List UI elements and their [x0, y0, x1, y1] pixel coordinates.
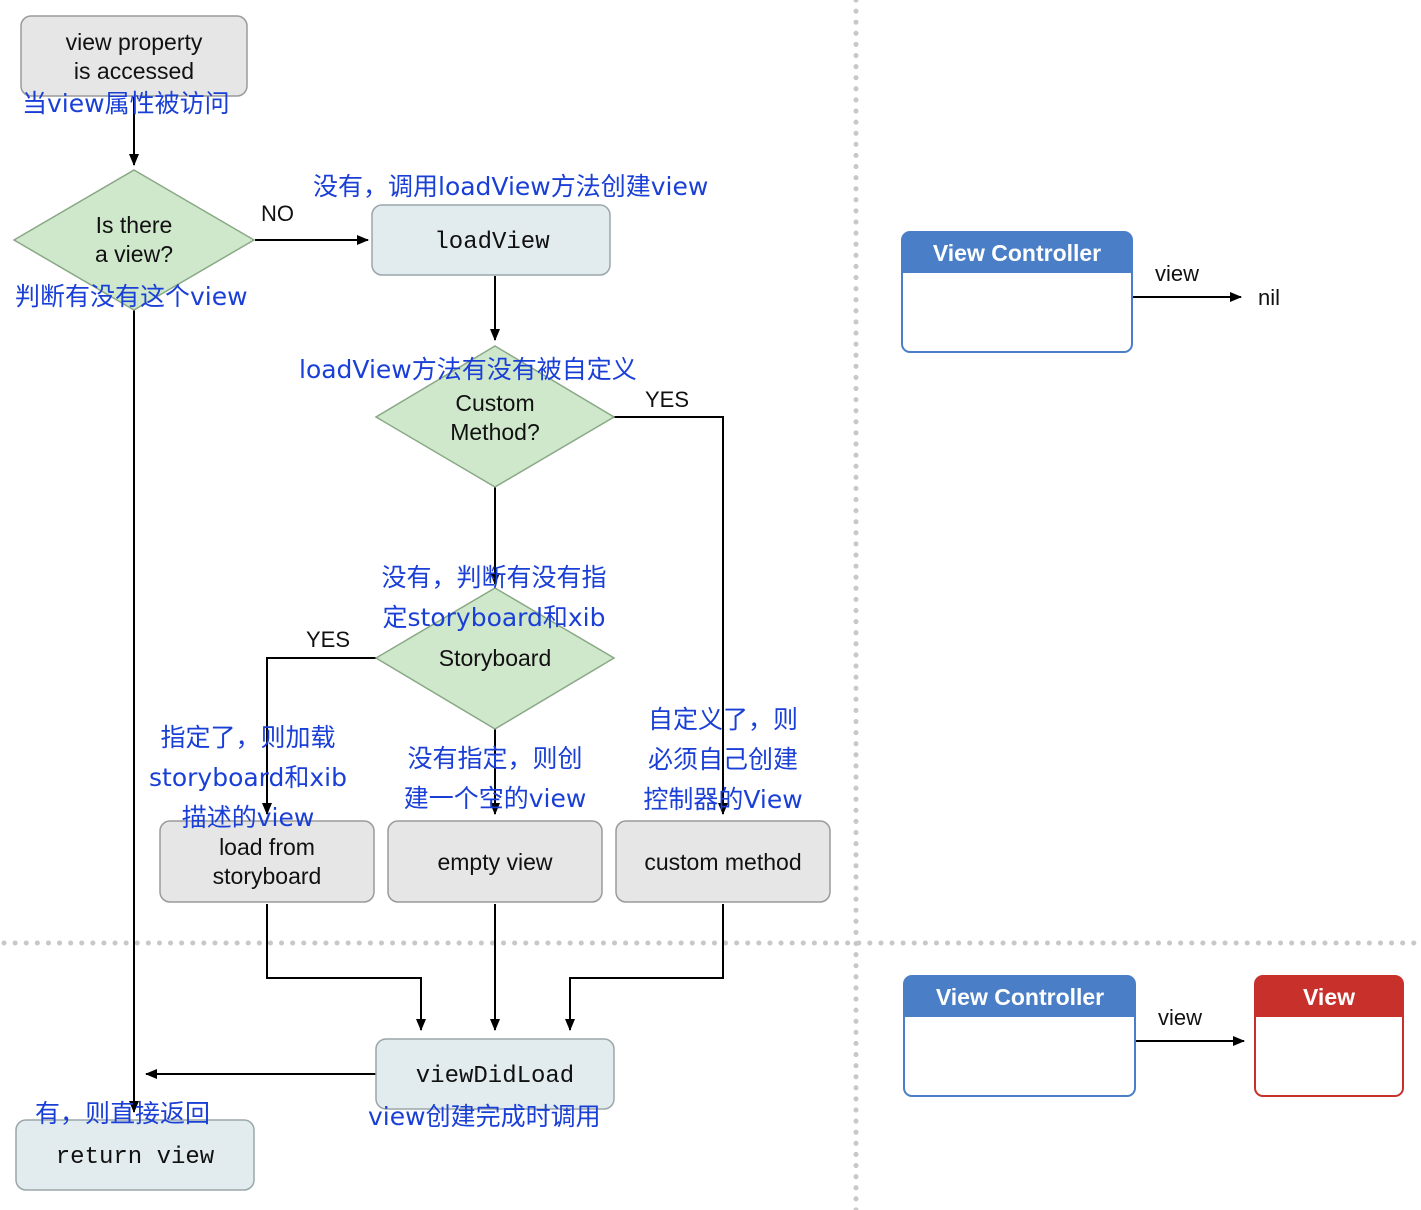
svg-text:Is there: Is there	[96, 212, 173, 238]
controller-title-after: View Controller	[936, 984, 1104, 1010]
annotation-call-loadview: 没有，调用loadView方法创建view	[313, 172, 708, 201]
annotation-customized-2: 必须自己创建	[648, 745, 798, 774]
nil-label: nil	[1258, 285, 1280, 310]
annotation-viewdidload-called: view创建完成时调用	[368, 1102, 601, 1131]
annotation-check-view: 判断有没有这个view	[15, 282, 248, 311]
annotation-custom-check: loadView方法有没有被自定义	[299, 355, 637, 384]
annotation-return-direct: 有，则直接返回	[35, 1099, 210, 1128]
custom-yes-label: YES	[645, 387, 689, 412]
annotation-customized-1: 自定义了，则	[648, 705, 798, 734]
svg-text:a view?: a view?	[95, 241, 173, 267]
svg-text:Method?: Method?	[450, 419, 540, 445]
annotation-storyboard-check-1: 没有，判断有没有指	[381, 563, 606, 592]
svg-text:没有指定，则创: 没有指定，则创	[407, 744, 582, 773]
svg-text:定storyboard和xib: 定storyboard和xib	[383, 603, 606, 632]
view-header	[1255, 976, 1403, 1017]
custom-method-box	[615, 820, 831, 903]
empty-view-label: empty view	[437, 849, 552, 875]
connector-custom-to-didload	[565, 904, 724, 1031]
svg-text:没有，判断有没有指: 没有，判断有没有指	[381, 563, 606, 592]
decision-storyboard	[374, 587, 616, 730]
annotation-not-specified-2: 建一个空的view	[404, 784, 587, 813]
svg-text:自定义了，则: 自定义了，则	[648, 705, 798, 734]
controller-title-before: View Controller	[933, 240, 1101, 266]
svg-text:is accessed: is accessed	[74, 58, 194, 84]
viewdidload-label: viewDidLoad	[416, 1063, 574, 1090]
arrow-label-before: view	[1155, 261, 1199, 286]
annotation-specified-1: 指定了，则加载	[160, 723, 335, 752]
load-from-line-2: storyboard	[213, 863, 322, 889]
loadview-box	[371, 204, 611, 276]
svg-text:指定了，则加载: 指定了，则加载	[160, 723, 335, 752]
storyboard-yes-label: YES	[306, 627, 350, 652]
state-before: View Controller view nil	[901, 231, 1280, 353]
decision-view-line-1: Is there	[96, 212, 173, 238]
svg-text:描述的view: 描述的view	[182, 803, 315, 832]
decision-is-there-a-view	[12, 169, 256, 311]
connector-custom-yes	[614, 416, 728, 815]
svg-text:Custom: Custom	[455, 390, 534, 416]
annotation-not-specified-1: 没有指定，则创	[407, 744, 582, 773]
viewdidload-box	[375, 1038, 615, 1110]
arrow-label-after: view	[1158, 1005, 1202, 1030]
start-line-2: is accessed	[74, 58, 194, 84]
decision-storyboard-label: Storyboard	[439, 645, 552, 671]
svg-text:storyboard: storyboard	[213, 863, 322, 889]
decision-custom-method	[374, 345, 616, 488]
annotation-accessed: 当view属性被访问	[22, 89, 230, 118]
svg-text:storyboard和xib: storyboard和xib	[149, 763, 347, 792]
return-view-box	[15, 1119, 255, 1191]
connector-loadfrom-to-didload	[266, 904, 426, 1031]
loadview-label: loadView	[434, 229, 550, 256]
svg-text:控制器的View: 控制器的View	[643, 785, 802, 814]
custom-method-label: custom method	[644, 849, 801, 875]
return-view-label: return view	[56, 1144, 215, 1171]
connector-storyboard-yes	[262, 657, 376, 815]
svg-text:必须自己创建: 必须自己创建	[648, 745, 798, 774]
view-title: View	[1303, 984, 1355, 1010]
annotation-customized-3: 控制器的View	[643, 785, 802, 814]
decision-custom-line-1: Custom	[455, 390, 534, 416]
annotation-specified-2: storyboard和xib	[149, 763, 347, 792]
load-from-storyboard-box	[159, 820, 375, 903]
svg-text:view property: view property	[66, 29, 203, 55]
annotation-specified-3: 描述的view	[182, 803, 315, 832]
load-from-line-1: load from	[219, 834, 315, 860]
decision-view-line-2: a view?	[95, 241, 173, 267]
annotation-storyboard-check-2: 定storyboard和xib	[383, 603, 606, 632]
start-box	[20, 15, 248, 97]
controller-header-before	[902, 232, 1132, 273]
start-line-1: view property	[66, 29, 203, 55]
controller-header-after	[904, 976, 1135, 1017]
empty-view-box	[387, 820, 603, 903]
decision-custom-line-2: Method?	[450, 419, 540, 445]
no-label: NO	[261, 201, 294, 226]
connectors	[129, 92, 728, 1113]
svg-text:load from: load from	[219, 834, 315, 860]
state-after: View Controller view View	[903, 975, 1404, 1097]
svg-text:建一个空的view: 建一个空的view	[404, 784, 587, 813]
